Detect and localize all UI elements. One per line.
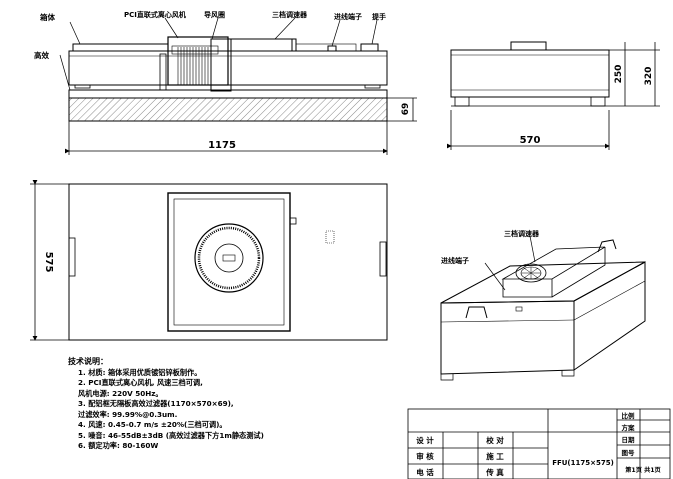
isometric-view (440, 239, 646, 381)
note-line: 6. 额定功率: 80-160W (78, 441, 159, 450)
note-line: 2. PCI直联式离心风机, 风速三档可调, (78, 378, 203, 387)
tb-review: 审 核 (416, 451, 434, 461)
note-line: 风机电源: 220V 50Hz。 (78, 388, 163, 398)
notes-title: 技术说明： (68, 357, 108, 366)
tb-scheme: 方案 (622, 423, 636, 432)
label-hepa: 高效 (34, 50, 49, 60)
tb-process: 施 工 (486, 451, 504, 461)
tb-design: 设 计 (416, 435, 434, 445)
tb-fax: 传 真 (485, 467, 504, 477)
fan-circle (194, 223, 264, 293)
tb-drawing-no: 图号 (622, 448, 636, 457)
tb-drafter: 电 话 (416, 467, 434, 477)
note-line: 5. 噪音: 46-55dB±3dB (高效过滤器下方1m静态测试) (78, 430, 264, 440)
tb-check: 校 对 (486, 435, 504, 445)
dim-top-width: 575 (43, 252, 54, 273)
dim-front-length: 1175 (208, 140, 236, 151)
hepa-filter (68, 97, 388, 122)
label-casing: 箱体 (40, 12, 55, 22)
label-handle: 提手 (371, 12, 386, 21)
note-line: 3. 配铝框无隔板高效过滤器(1170×570×69), (78, 399, 234, 408)
note-line: 1. 材质: 箱体采用优质镀铝锌板制作。 (78, 367, 202, 377)
note-line: 过滤效率: 99.99%@0.3um. (78, 409, 178, 419)
top-view (68, 183, 388, 341)
label-terminal: 进线端子 (334, 12, 362, 21)
tb-page: 第1页 共1页 (624, 466, 661, 474)
note-line: 4. 风速: 0.45-0.7 m/s ±20%(三档可调)。 (78, 420, 227, 429)
label-fan: PCI直联式离心风机 (124, 10, 186, 19)
side-handle (510, 41, 547, 50)
label-speed-switch-3d: 三档调速器 (504, 229, 540, 238)
label-speed-switch: 三档调速器 (272, 10, 308, 19)
side-view (450, 41, 610, 107)
technical-notes: 技术说明： 1. 材质: 箱体采用优质镀铝锌板制作。 2. PCI直联式离心风机… (68, 357, 264, 452)
dim-side-width: 570 (520, 135, 541, 146)
front-view (68, 36, 388, 122)
label-guide: 导风圈 (204, 10, 225, 19)
label-terminal-3d: 进线端子 (441, 256, 469, 265)
tb-date: 日期 (622, 435, 636, 444)
tb-product: FFU(1175×575) (552, 459, 614, 467)
dim-side-height-320: 320 (644, 67, 654, 86)
dim-side-height-250: 250 (614, 65, 624, 84)
fan-plate (167, 192, 291, 332)
title-block (407, 408, 671, 479)
dim-front-height: 69 (401, 103, 411, 116)
tb-scale: 比例 (622, 411, 636, 420)
